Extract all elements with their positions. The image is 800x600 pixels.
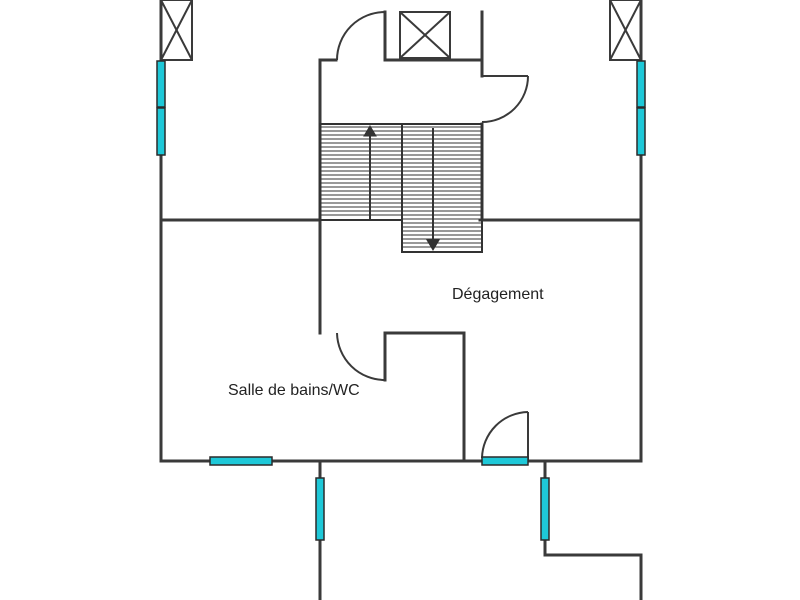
- window-bottom-door: [481, 456, 529, 466]
- window-lower-left: [315, 477, 325, 541]
- stairs: [319, 123, 483, 253]
- stair-arrow-down-head: [426, 239, 440, 251]
- window-lower-mid: [540, 477, 550, 541]
- door-lower-swing: [481, 411, 529, 461]
- window-frame-right: [609, 0, 642, 61]
- upper-window-frames: [160, 0, 642, 61]
- doors: [336, 11, 529, 461]
- window-left-upper: [156, 60, 166, 108]
- stair-flight-down: [403, 126, 481, 248]
- stair-flight-up: [321, 126, 401, 216]
- walls: [159, 0, 643, 600]
- room-label-degagement: Dégagement: [452, 286, 544, 303]
- stair-arrow-up-head: [363, 125, 377, 137]
- door-bath-swing: [336, 332, 386, 381]
- room-label-salle-de-bains: Salle de bains/WC: [228, 382, 360, 399]
- window-bottom-left: [209, 456, 273, 466]
- windows: [156, 60, 646, 541]
- window-right-lower: [636, 107, 646, 156]
- door-upper-swing: [336, 11, 386, 61]
- door-shaft-swing: [481, 75, 529, 123]
- window-frame-left: [160, 0, 193, 61]
- window-right-upper: [636, 60, 646, 108]
- elevator-shaft: [399, 11, 451, 59]
- window-left-lower: [156, 107, 166, 156]
